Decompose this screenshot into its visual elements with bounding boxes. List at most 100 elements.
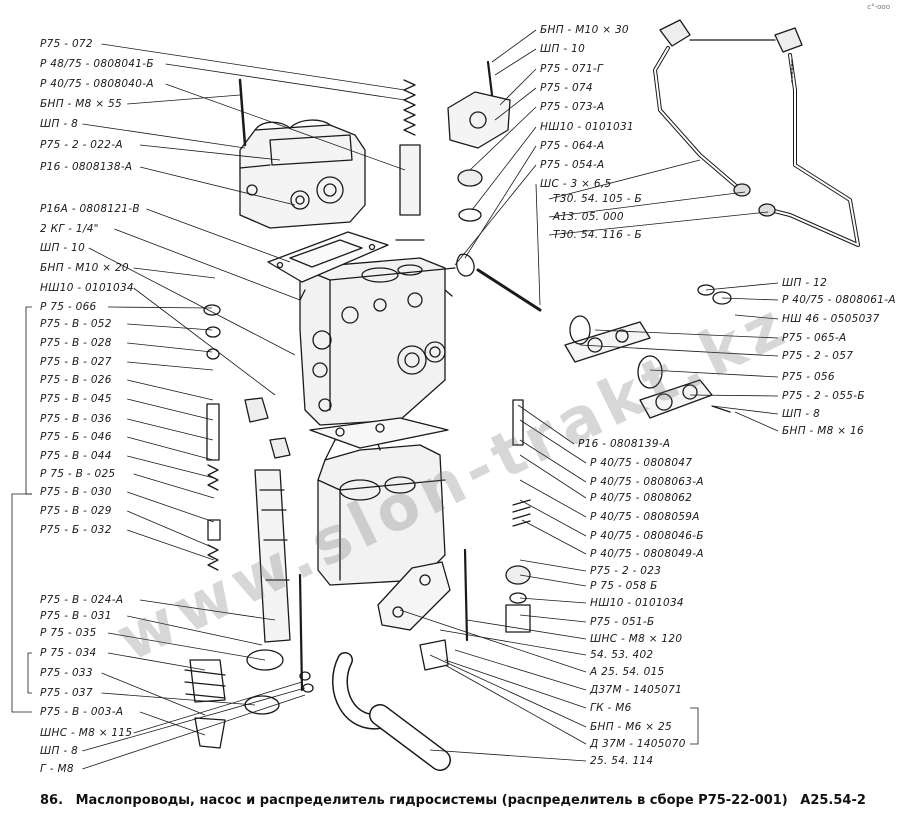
right-part-label: Р 40/75 - 0808062 — [590, 492, 693, 504]
leader-line — [519, 614, 587, 623]
left-part-label: БНП - М10 × 20 — [40, 262, 129, 274]
leader-line — [127, 323, 213, 331]
left-part-label: Р 75 - 035 — [40, 627, 97, 639]
group-bracket — [11, 493, 32, 713]
right-part-label: ШНС - М8 × 120 — [590, 633, 683, 645]
leader-line — [127, 342, 213, 353]
leader-line — [127, 379, 214, 401]
right-part-label: Р 40/75 - 0808047 — [590, 457, 693, 469]
leader-line — [88, 247, 296, 356]
group-bracket — [25, 306, 32, 495]
right-part-label: Р75 - 051-Б — [590, 616, 655, 628]
leader-line — [535, 183, 541, 306]
leader-line — [107, 306, 213, 309]
right-part-label: БНП - М8 × 16 — [782, 425, 864, 437]
leader-line — [444, 659, 587, 709]
right-part-label: Д 37М - 1405070 — [590, 738, 686, 750]
right-part-label: НШ10 - 0101031 — [540, 121, 634, 133]
right-part-label: БНП - М6 × 25 — [590, 721, 672, 733]
leader-line — [127, 510, 215, 549]
leader-line — [548, 211, 769, 236]
figure-caption: 86. Маслопроводы, насос и распределитель… — [40, 793, 874, 808]
leader-line — [82, 123, 246, 149]
leader-line — [165, 63, 406, 101]
left-part-label: Р75 - Б - 046 — [40, 431, 112, 443]
left-part-label: Р75 - Б - 032 — [40, 524, 112, 536]
caption-code: А25.54-2 — [800, 793, 866, 808]
leader-line — [711, 405, 779, 415]
leader-line — [454, 649, 587, 691]
leader-line — [101, 672, 206, 716]
leader-line — [454, 164, 537, 266]
leader-line — [139, 599, 276, 621]
left-part-label: Р75 - 072 — [40, 38, 93, 50]
right-part-label: ШП - 12 — [782, 277, 828, 289]
leader-line — [469, 106, 537, 171]
right-part-label: Р75 - 2 - 057 — [782, 350, 854, 362]
leader-line — [107, 632, 266, 661]
leader-line — [127, 361, 214, 371]
left-part-label: Р75 - В - 027 — [40, 356, 112, 368]
left-part-label: Р75 - В - 024-А — [40, 594, 124, 606]
leader-line — [734, 314, 779, 320]
right-part-label: Р75 - 071-Г — [540, 63, 604, 75]
leader-line — [114, 228, 301, 301]
right-part-label: Р16 - 0808139-А — [578, 438, 671, 450]
leader-line — [548, 191, 746, 218]
right-part-label: Р 40/75 - 0808063-А — [590, 476, 704, 488]
leader-line — [133, 473, 215, 499]
left-part-label: Р16 - 0808138-А — [40, 161, 133, 173]
left-part-label: ШНС - М8 × 115 — [40, 727, 133, 739]
leader-line — [429, 749, 587, 762]
right-part-label: Р75 - 2 - 023 — [590, 565, 662, 577]
leader-line — [491, 29, 537, 63]
leader-line — [429, 654, 587, 728]
leader-line — [127, 418, 214, 441]
leader-line — [127, 491, 215, 523]
corner-mark: с°-ооо — [867, 3, 890, 11]
leader-line — [519, 479, 587, 518]
leader-line — [101, 692, 256, 706]
leader-line — [165, 83, 406, 171]
leader-line — [705, 282, 779, 291]
left-part-label: ШП - 8 — [40, 118, 79, 130]
group-bracket — [27, 652, 32, 694]
right-part-label: ШС - 3 × 6,5 — [540, 178, 612, 190]
leader-line — [133, 267, 216, 279]
leader-line — [519, 499, 587, 537]
valve-stack-right — [463, 399, 531, 642]
leader-line — [101, 43, 406, 91]
leader-line — [139, 144, 281, 161]
left-part-label: НШ10 - 0101034 — [40, 282, 134, 294]
leader-line — [139, 166, 296, 206]
leader-line — [127, 455, 215, 479]
left-part-label: Р75 - В - 030 — [40, 486, 112, 498]
left-part-label: БНП - М8 × 55 — [40, 98, 122, 110]
left-part-label: Р75 - 037 — [40, 687, 93, 699]
intermediate-plate — [309, 417, 449, 449]
leader-line — [127, 615, 263, 646]
left-part-label: Г - М8 — [40, 763, 74, 775]
left-part-label: Р75 - В - 029 — [40, 505, 112, 517]
leader-line — [519, 559, 587, 572]
leader-line — [519, 597, 587, 604]
leader-line — [579, 344, 779, 357]
right-part-label: НШ10 - 0101034 — [590, 597, 684, 609]
left-part-label: Р75 - В - 026 — [40, 374, 112, 386]
right-part-label: 25. 54. 114 — [590, 755, 654, 767]
leader-lines — [11, 29, 779, 770]
left-part-label: Р 75 - В - 025 — [40, 468, 116, 480]
upper-cover-block — [239, 119, 366, 229]
leader-line — [127, 529, 215, 561]
right-part-label: Т30. 54. 116 - Б — [553, 229, 642, 241]
right-part-label: Р 40/75 - 0808059А — [590, 511, 700, 523]
leader-line — [521, 519, 587, 555]
left-part-label: Р75 - В - 044 — [40, 450, 112, 462]
left-part-label: Р75 - В - 045 — [40, 393, 112, 405]
left-part-label: Р75 - В - 003-А — [40, 706, 124, 718]
top-spring — [403, 79, 416, 136]
right-part-label: Р 40/75 - 0808049-А — [590, 548, 704, 560]
group-bracket — [690, 707, 699, 745]
